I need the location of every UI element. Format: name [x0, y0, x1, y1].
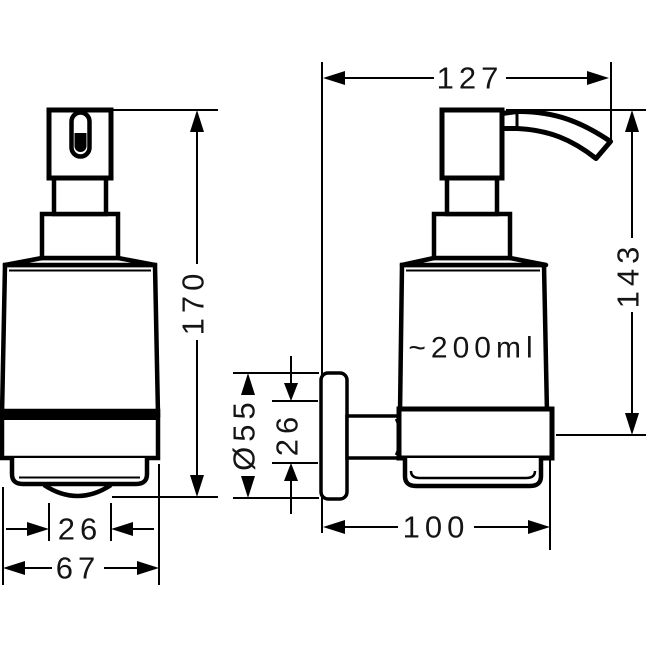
dimension-26-base: 26	[6, 503, 154, 547]
dim-26v-label: 26	[270, 412, 305, 456]
side-pump-neck	[444, 175, 500, 217]
dimension-26-holder: 26	[270, 356, 318, 514]
side-glass-cup	[402, 458, 544, 489]
dim-127-arrow-left	[323, 71, 345, 85]
dimension-diameter-55: Ø55	[227, 372, 319, 499]
dim-55-label: Ø55	[227, 397, 262, 471]
front-pump-neck	[51, 175, 109, 217]
dim-127-arrow-right	[587, 71, 609, 85]
dim-67-arrow-right	[137, 561, 159, 575]
side-glass-inner-dish	[409, 470, 537, 480]
dim-100-arrow-left	[323, 520, 345, 534]
dim-143-label: 143	[611, 242, 646, 309]
front-bottle-body	[0, 262, 161, 418]
front-view	[0, 107, 161, 499]
side-pump-collar	[431, 211, 513, 261]
dimension-170: 170	[112, 109, 218, 498]
side-pump-spout	[499, 108, 613, 161]
capacity-label: ~200ml	[408, 332, 537, 365]
dimension-127: 127	[323, 61, 612, 140]
dim-26v-arrow-bottom	[284, 463, 298, 481]
dimension-67: 67	[2, 464, 160, 586]
dim-26b-arrow-right	[111, 522, 133, 536]
dimension-143: 143	[506, 109, 646, 436]
dimension-100: 100	[323, 458, 551, 550]
dim-127-label: 127	[437, 61, 504, 96]
wall-plate	[319, 371, 349, 501]
dim-143-arrow-top	[625, 110, 639, 132]
side-pump-head	[439, 107, 505, 181]
front-glass-bottom-bulge	[42, 483, 113, 499]
front-pump-collar	[39, 211, 121, 261]
side-view: ~200ml	[319, 62, 613, 533]
dim-26b-label: 26	[58, 512, 102, 547]
dim-67-arrow-left	[3, 561, 25, 575]
front-glass-cup	[9, 458, 150, 487]
dim-26v-arrow-top	[284, 383, 298, 401]
dim-26b-arrow-left	[27, 522, 49, 536]
dim-143-arrow-bottom	[625, 413, 639, 435]
front-holder-ring-lip	[2, 410, 158, 420]
front-pump-slot-fill	[74, 133, 87, 152]
dim-55-arrow-bottom	[241, 476, 255, 498]
holder-arm	[345, 414, 401, 460]
dim-170-arrow-bottom	[190, 475, 204, 497]
dim-170-label: 170	[176, 269, 211, 336]
dim-100-label: 100	[403, 510, 470, 545]
dim-100-arrow-right	[528, 520, 550, 534]
dim-170-arrow-top	[190, 110, 204, 132]
dim-67-label: 67	[56, 551, 100, 586]
side-holder-ring	[396, 406, 555, 461]
dim-55-arrow-top	[241, 373, 255, 395]
